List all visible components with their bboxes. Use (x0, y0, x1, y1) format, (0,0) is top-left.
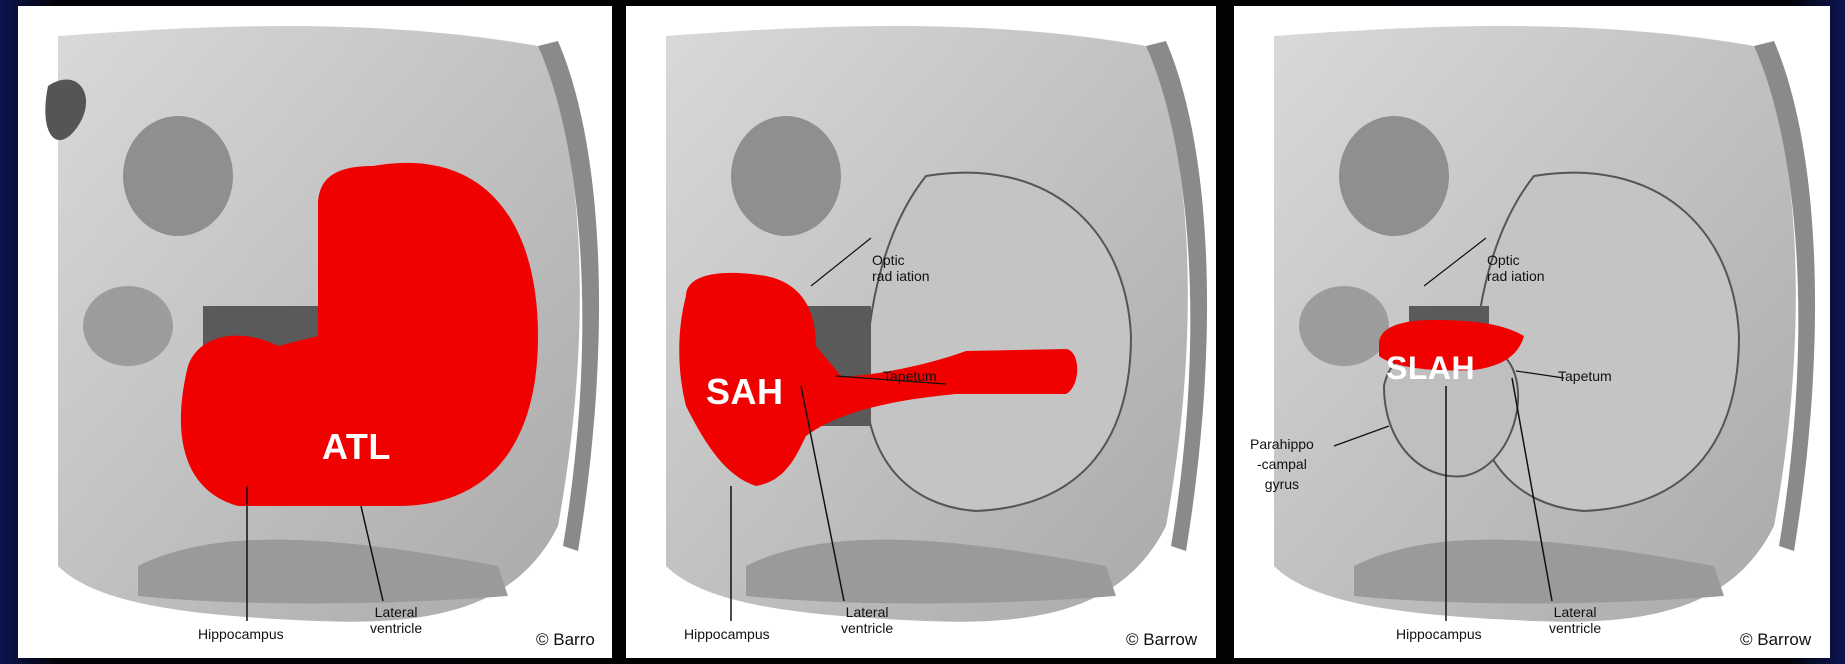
hippocampus-label: Hippocampus (1396, 626, 1482, 642)
procedure-label: ATL (322, 426, 391, 468)
credit-text: © Barrow (1126, 630, 1197, 650)
hippocampus-label: Hippocampus (198, 626, 284, 642)
brain-section-illustration (1234, 6, 1830, 658)
credit-text: © Barro (536, 630, 595, 650)
brain-section-illustration (18, 6, 612, 658)
basal-ganglia (123, 116, 233, 236)
brain-section-illustration (626, 6, 1216, 658)
thalamus (1299, 286, 1389, 366)
credit-text: © Barrow (1740, 630, 1811, 650)
parahippocampal-gyrus-label: Parahippo -campal gyrus (1250, 434, 1314, 494)
basal-ganglia (731, 116, 841, 236)
procedure-label: SAH (706, 371, 784, 413)
tapetum-label: Tapetum (883, 368, 937, 384)
tapetum-label: Tapetum (1558, 368, 1612, 384)
hippocampus-label: Hippocampus (684, 626, 770, 642)
procedure-label: SLAH (1386, 350, 1475, 387)
thalamus (83, 286, 173, 366)
basal-ganglia (1339, 116, 1449, 236)
